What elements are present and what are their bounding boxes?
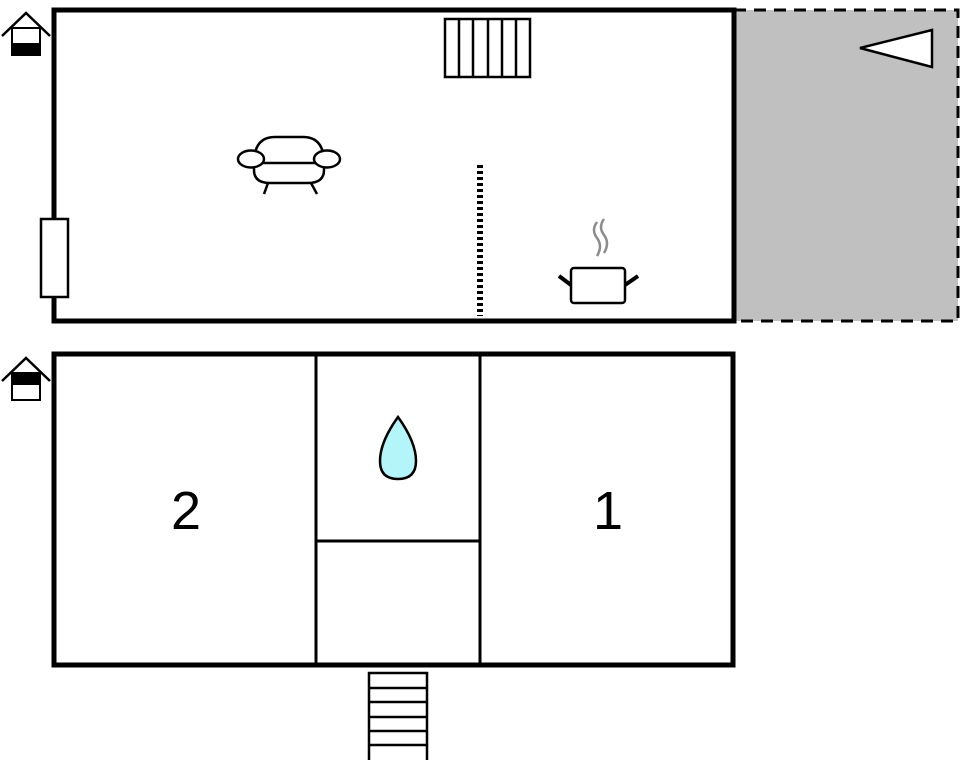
sofa-icon [236, 135, 342, 195]
entrance-stairs [367, 671, 429, 760]
floor-level-ground-icon [1, 356, 51, 401]
kitchen-pot-icon [557, 218, 640, 305]
water-drop-icon [378, 414, 418, 481]
window [39, 217, 70, 299]
terrace-direction-arrow-icon [859, 28, 934, 69]
ground-floor-walls [51, 351, 736, 668]
upper-floor-walls [51, 7, 737, 324]
room-label-bedroom-2: 2 [170, 481, 202, 541]
radiator-icon [443, 17, 532, 79]
room-label-bedroom-1: 1 [592, 481, 624, 541]
floor-level-upper-icon [1, 11, 51, 56]
upper-floor [1, 7, 960, 324]
terrace [734, 8, 960, 323]
ground-floor [1, 351, 736, 760]
